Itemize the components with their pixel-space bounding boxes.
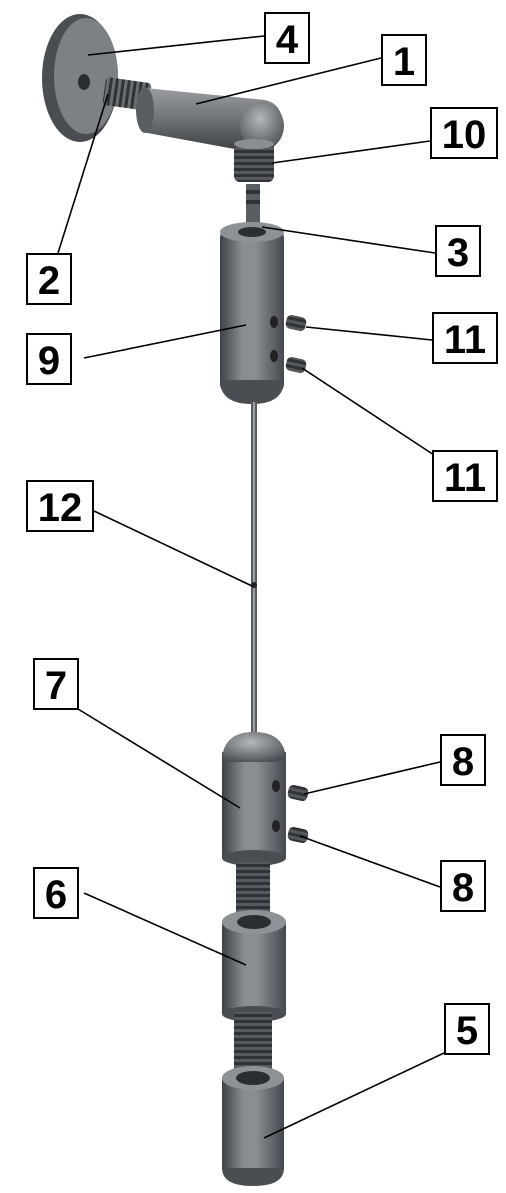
leader-5 [263,1052,445,1139]
callout-3: 3 [435,225,481,277]
callout-1: 1 [381,34,427,86]
callout-3-text: 3 [447,231,469,275]
callout-6-text: 6 [45,873,67,917]
lower-set-screw-bottom [287,827,309,843]
lower-cable-holder-part [222,732,286,866]
leader-4 [87,35,265,56]
lower-set-screw-top [287,785,309,801]
callout-12-text: 12 [38,486,83,530]
callout-2-text: 2 [38,259,60,303]
threaded-nut-part [234,139,274,182]
callout-2: 2 [26,253,72,305]
callout-11-upper-text: 11 [444,318,486,362]
callout-10-text: 10 [442,113,487,157]
end-cap-part [222,1066,284,1186]
leader-8a [303,761,441,795]
callout-9-text: 9 [38,339,60,383]
leader-12 [93,510,253,587]
leader-1 [195,57,382,105]
callout-8-lower-text: 8 [452,866,474,910]
wall-disc-part [42,14,118,142]
leader-8b [299,835,441,888]
callout-10: 10 [430,107,498,159]
upper-set-screw-top [285,315,307,331]
leader-11b [301,367,435,456]
callout-5-text: 5 [456,1009,478,1053]
cable-part [251,402,257,738]
leader-11a [305,326,433,341]
callout-11-lower: 11 [432,450,498,502]
elbow-arm-part [136,87,284,150]
callout-9: 9 [26,333,72,385]
callout-8-upper: 8 [440,734,486,786]
leader-lines [57,35,445,1139]
callout-4-text: 4 [276,18,299,62]
callout-8-upper-text: 8 [452,740,474,784]
callout-4: 4 [264,12,310,64]
callout-12: 12 [26,480,94,532]
leader-2 [57,93,109,254]
callout-11-lower-text: 11 [444,456,486,500]
callout-11-upper: 11 [432,312,498,364]
coupler-part [222,910,286,1022]
callout-6: 6 [33,867,79,919]
callout-5: 5 [444,1003,490,1055]
callout-8-lower: 8 [440,860,486,912]
leader-7 [77,708,241,809]
callout-7: 7 [33,658,79,710]
callout-1-text: 1 [393,40,415,84]
leader-6 [83,892,247,966]
leader-9 [83,324,247,359]
upper-cable-holder-part [220,222,284,404]
upper-set-screw-bottom [285,357,307,373]
callout-7-text: 7 [45,664,67,708]
leader-10 [271,140,431,164]
leader-3 [261,226,436,254]
